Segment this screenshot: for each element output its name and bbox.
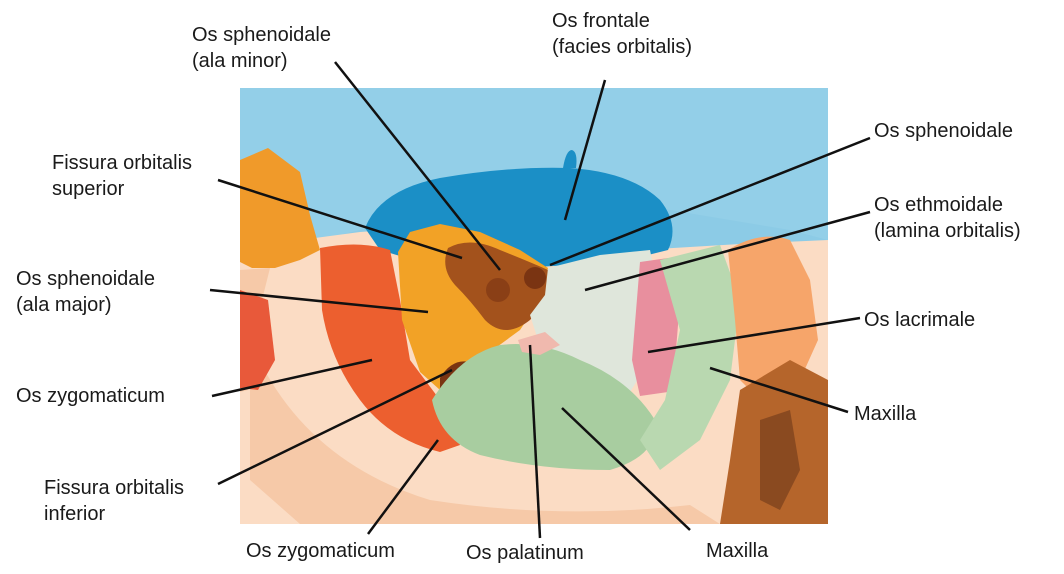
label-os-zygomaticum-left: Os zygomaticum (16, 383, 165, 409)
label-os-sphenoidale: Os sphenoidale (874, 118, 1013, 144)
label-fissura-orbitalis-superior: Fissura orbitalis superior (52, 150, 192, 202)
label-os-sphenoidale-ala-major: Os sphenoidale (ala major) (16, 266, 155, 318)
label-os-zygomaticum-bottom: Os zygomaticum (246, 538, 395, 564)
label-os-ethmoidale: Os ethmoidale (lamina orbitalis) (874, 192, 1021, 244)
label-os-sphenoidale-ala-minor: Os sphenoidale (ala minor) (192, 22, 331, 74)
label-os-palatinum: Os palatinum (466, 540, 584, 566)
label-os-frontale: Os frontale (facies orbitalis) (552, 8, 692, 60)
label-maxilla-bottom: Maxilla (706, 538, 768, 564)
label-maxilla-right: Maxilla (854, 401, 916, 427)
label-fissura-orbitalis-inferior: Fissura orbitalis inferior (44, 475, 184, 527)
orbit-illustration (240, 88, 828, 524)
label-os-lacrimale: Os lacrimale (864, 307, 975, 333)
